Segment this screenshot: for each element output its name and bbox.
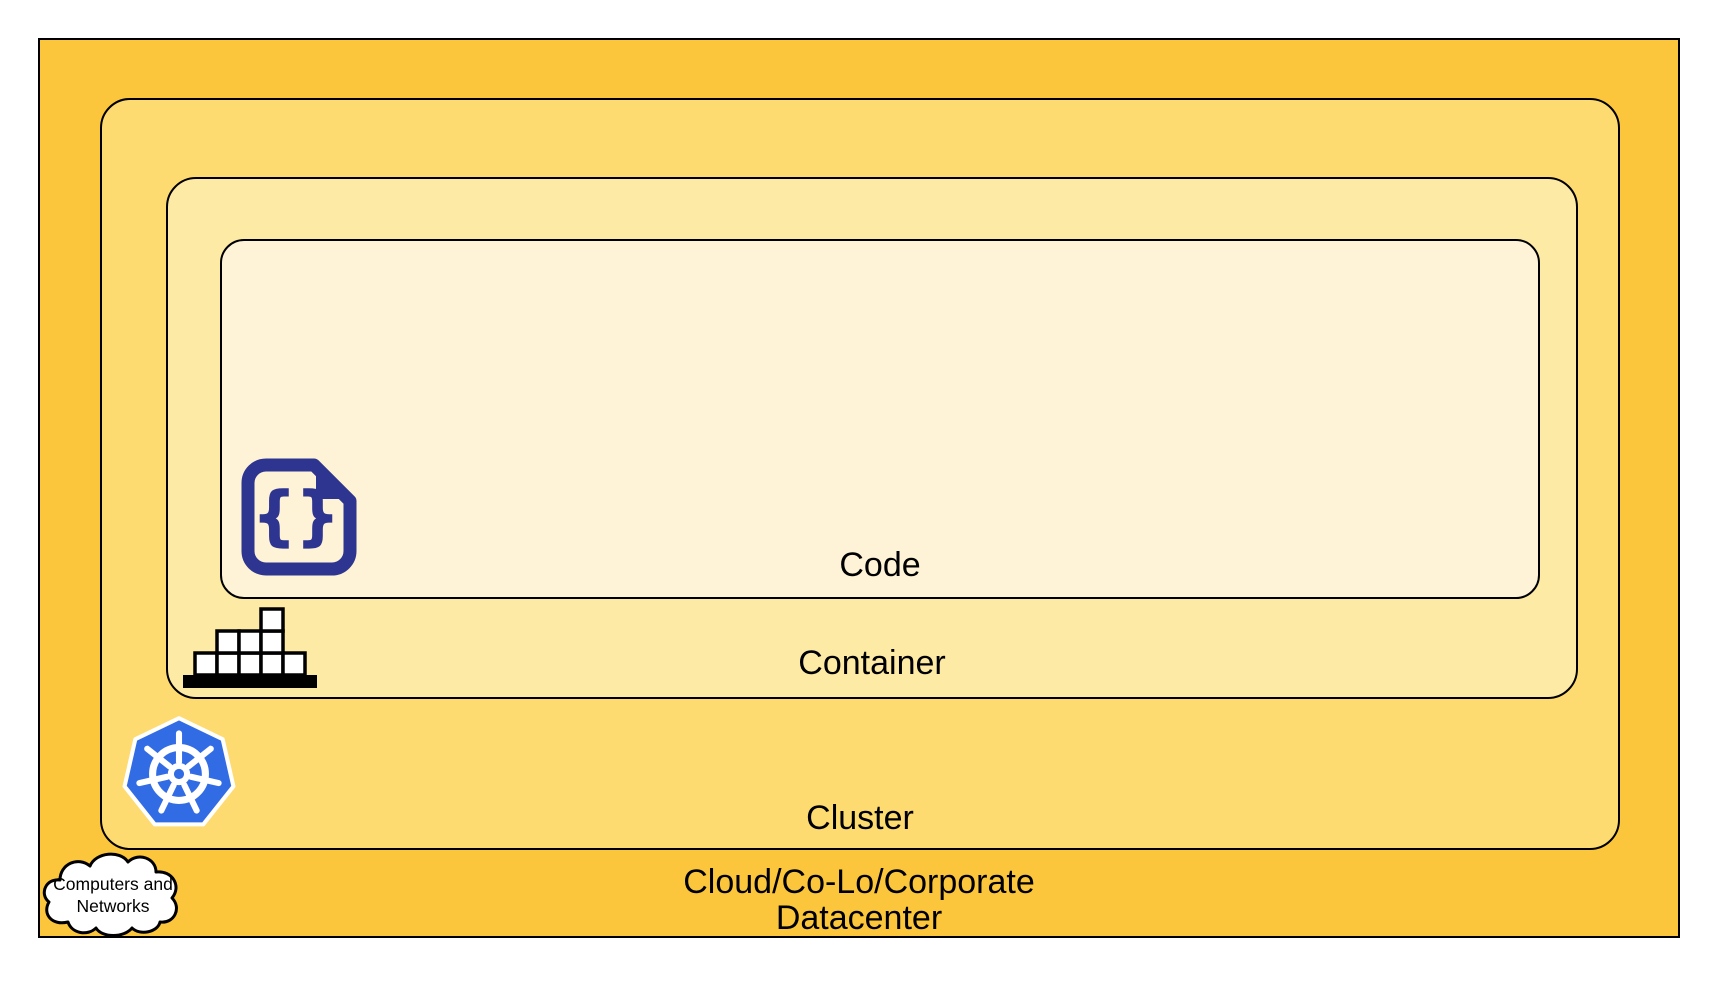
kubernetes-icon <box>113 708 245 840</box>
code-file-icon-svg: {} <box>241 458 357 576</box>
container-label: Container <box>798 644 946 682</box>
layer-cluster: Code Container Cluster <box>100 98 1620 850</box>
cloud-shape <box>42 852 178 937</box>
cloud-svg: Computers and Networks <box>42 852 178 937</box>
cluster-label: Cluster <box>806 799 914 837</box>
layer-code: Code <box>220 239 1540 599</box>
cloud-label-line2: Networks <box>77 896 150 916</box>
code-label: Code <box>839 546 921 584</box>
layer-container: Code Container <box>166 177 1578 699</box>
layer-datacenter: Code Container Cluster Cloud/Co-Lo/Corpo… <box>38 38 1680 938</box>
code-file-dogear <box>316 469 346 499</box>
datacenter-label: Cloud/Co-Lo/Corporate Datacenter <box>40 864 1678 936</box>
cloud-icon: Computers and Networks <box>36 844 188 938</box>
datacenter-label-line1: Cloud/Co-Lo/Corporate <box>683 863 1035 901</box>
container-base-bar <box>183 675 317 688</box>
container-blocks <box>193 607 307 677</box>
container-stack-icon <box>181 607 319 691</box>
code-file-icon: {} <box>238 455 360 579</box>
code-file-outline <box>241 458 357 576</box>
kubernetes-wheel <box>136 730 222 814</box>
kubernetes-svg <box>122 716 236 827</box>
container-stack-svg <box>183 607 317 688</box>
datacenter-label-line2: Datacenter <box>775 899 943 937</box>
cloud-label-line1: Computers and <box>53 874 173 894</box>
code-braces-glyph: {} <box>256 479 343 552</box>
